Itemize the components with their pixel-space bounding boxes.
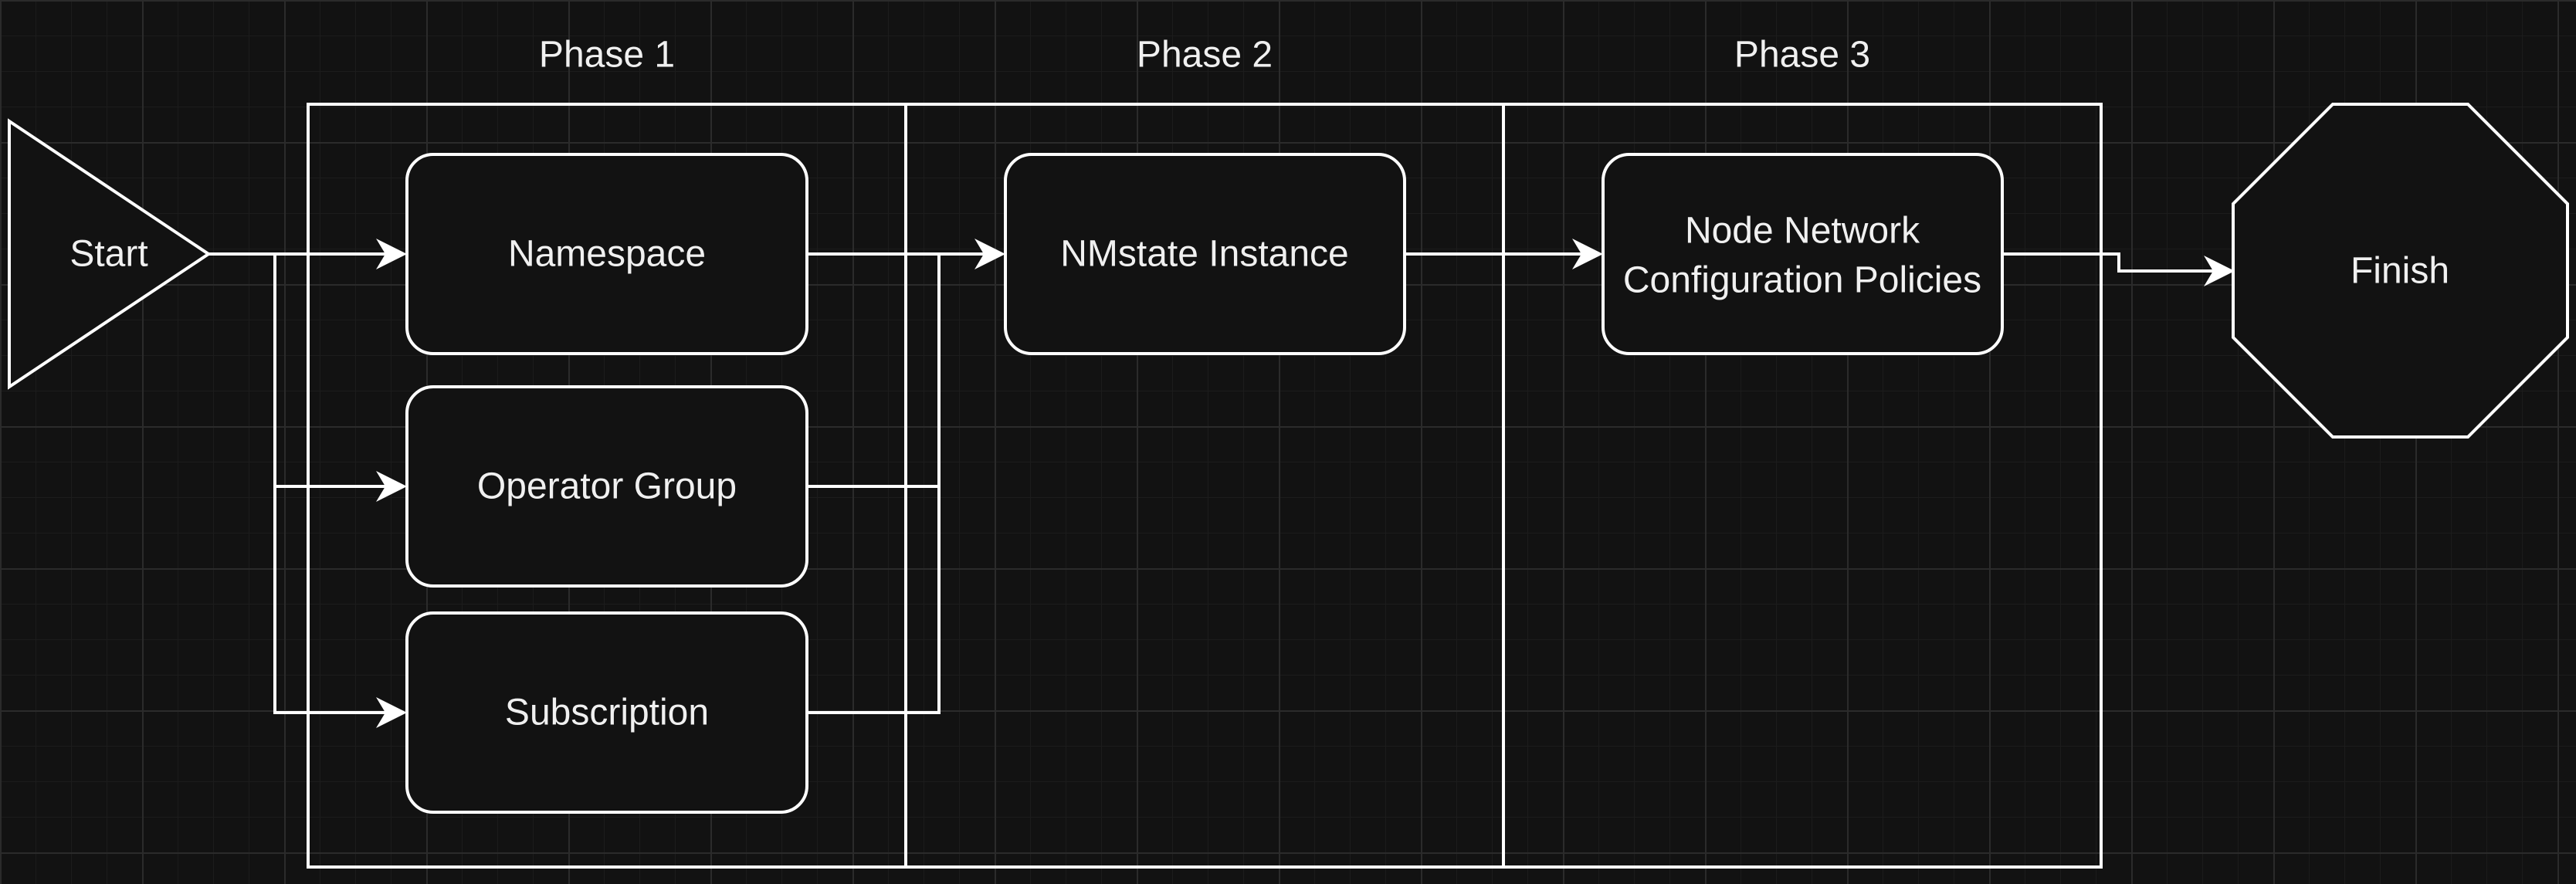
nmstate-instance-node[interactable]: NMstate Instance xyxy=(1004,153,1406,355)
nmstate-instance-box xyxy=(1004,153,1406,355)
policies-box xyxy=(1602,153,2004,355)
phase-2-title: Phase 2 xyxy=(1137,35,1273,76)
subscription-node[interactable]: Subscription xyxy=(405,611,808,814)
start-shape xyxy=(8,118,212,390)
operator-group-box xyxy=(405,385,808,588)
subscription-box xyxy=(405,611,808,814)
start-node[interactable]: Start xyxy=(8,118,212,390)
finish-label: Finish xyxy=(2351,251,2449,292)
phase-1-title: Phase 1 xyxy=(539,35,675,76)
edge-operator-group-nmstate xyxy=(807,254,941,488)
start-label: Start xyxy=(69,234,147,275)
policies-label-line2: Configuration Policies xyxy=(1623,260,1981,301)
edge-policies-finish xyxy=(2002,252,2235,286)
edge-start-subscription xyxy=(273,486,407,728)
operator-group-label: Operator Group xyxy=(477,466,737,507)
edge-subscription-nmstate xyxy=(807,486,941,714)
edge-start-operator-group xyxy=(273,254,407,502)
namespace-box xyxy=(405,153,808,355)
finish-node[interactable]: Finish xyxy=(2232,103,2569,439)
subscription-label: Subscription xyxy=(505,693,709,733)
policies-label-line1: Node Network xyxy=(1685,211,1920,252)
namespace-label: Namespace xyxy=(508,234,706,275)
namespace-node[interactable]: Namespace xyxy=(405,153,808,355)
edges xyxy=(208,239,2235,728)
operator-group-node[interactable]: Operator Group xyxy=(405,385,808,588)
finish-shape xyxy=(2232,103,2569,439)
phase-3-title: Phase 3 xyxy=(1734,35,1870,76)
nmstate-instance-label: NMstate Instance xyxy=(1060,234,1349,275)
policies-node[interactable]: Node Network Configuration Policies xyxy=(1602,153,2004,355)
